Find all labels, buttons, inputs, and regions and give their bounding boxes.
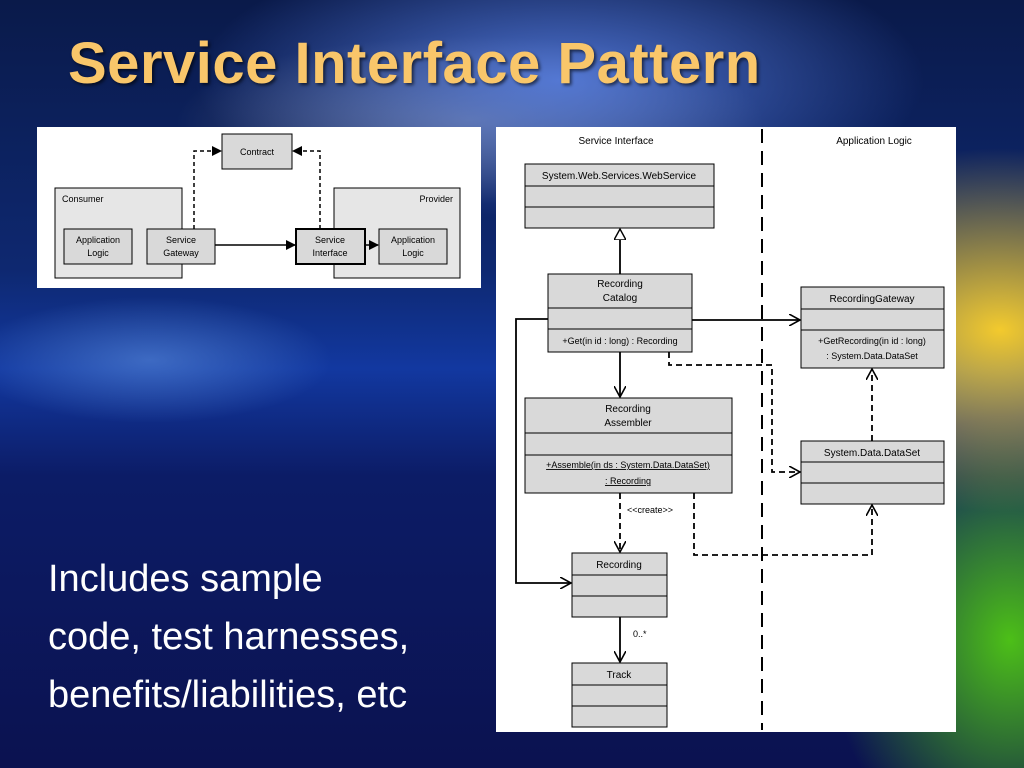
consumer-app-logic-line2: Logic bbox=[87, 248, 109, 258]
catalog-to-dataset-dashed bbox=[668, 352, 800, 472]
recording-class: Recording bbox=[571, 552, 668, 618]
recording-class-name: Recording bbox=[596, 560, 642, 571]
overview-diagram: Consumer Provider Contract Application L… bbox=[37, 127, 481, 288]
service-gateway-line2: Gateway bbox=[163, 248, 199, 258]
track-class-name: Track bbox=[607, 670, 633, 681]
recording-assembler-class: Recording Assembler +Assemble(in ds : Sy… bbox=[524, 397, 733, 494]
assembler-name-line1: Recording bbox=[605, 404, 651, 415]
consumer-label: Consumer bbox=[62, 194, 104, 204]
gateway-class-name: RecordingGateway bbox=[829, 294, 914, 305]
body-line-1: Includes sample bbox=[48, 558, 323, 600]
webservice-class: System.Web.Services.WebService bbox=[524, 163, 715, 229]
body-text: Includes sample code, test harnesses, be… bbox=[48, 550, 478, 724]
track-class: Track bbox=[571, 662, 668, 728]
catalog-name-line1: Recording bbox=[597, 279, 643, 290]
uml-diagram: Service Interface Application Logic Syst… bbox=[496, 127, 956, 732]
gateway-method-line1: +GetRecording(in id : long) bbox=[818, 336, 926, 346]
provider-app-logic-line2: Logic bbox=[402, 248, 424, 258]
assembler-name-line2: Assembler bbox=[604, 418, 652, 429]
create-stereotype-label: <<create>> bbox=[627, 505, 673, 515]
gateway-method-line2: : System.Data.DataSet bbox=[826, 351, 918, 361]
catalog-to-recording bbox=[515, 318, 571, 583]
service-interface-box bbox=[295, 228, 366, 265]
recording-catalog-class: Recording Catalog +Get(in id : long) : R… bbox=[547, 273, 693, 353]
body-line-2: code, test harnesses, bbox=[48, 616, 410, 658]
multiplicity-label: 0..* bbox=[633, 629, 647, 639]
lane-label-application-logic: Application Logic bbox=[836, 136, 912, 147]
webservice-class-name: System.Web.Services.WebService bbox=[542, 171, 697, 182]
provider-app-logic-box bbox=[378, 228, 448, 265]
catalog-name-line2: Catalog bbox=[603, 293, 637, 304]
recording-gateway-class: RecordingGateway +GetRecording(in id : l… bbox=[800, 286, 945, 369]
interface-to-contract-dashed bbox=[292, 146, 321, 229]
contract-label: Contract bbox=[240, 147, 275, 157]
assembler-method-line2: : Recording bbox=[605, 476, 651, 486]
provider-app-logic-line1: Application bbox=[391, 235, 435, 245]
body-line-3: benefits/liabilities, etc bbox=[48, 674, 408, 716]
consumer-app-logic-line1: Application bbox=[76, 235, 120, 245]
lane-label-service-interface: Service Interface bbox=[578, 136, 653, 147]
uml-diagram-svg: Service Interface Application Logic Syst… bbox=[515, 129, 945, 730]
dataset-class-name: System.Data.DataSet bbox=[824, 448, 920, 459]
service-gateway-box bbox=[146, 228, 216, 265]
assembler-method-line1: +Assemble(in ds : System.Data.DataSet) bbox=[546, 460, 710, 470]
overview-diagram-svg: Consumer Provider Contract Application L… bbox=[54, 133, 461, 279]
service-interface-line1: Service bbox=[315, 235, 345, 245]
consumer-app-logic-box bbox=[63, 228, 133, 265]
dataset-class: System.Data.DataSet bbox=[800, 440, 945, 505]
contract-box bbox=[221, 133, 293, 170]
gateway-to-contract-dashed bbox=[193, 146, 222, 229]
service-interface-line2: Interface bbox=[312, 248, 347, 258]
assembler-to-dataset-dashed bbox=[693, 493, 872, 556]
provider-label: Provider bbox=[419, 194, 453, 204]
service-gateway-line1: Service bbox=[166, 235, 196, 245]
catalog-method: +Get(in id : long) : Recording bbox=[562, 336, 677, 346]
slide-title: Service Interface Pattern bbox=[68, 31, 761, 96]
